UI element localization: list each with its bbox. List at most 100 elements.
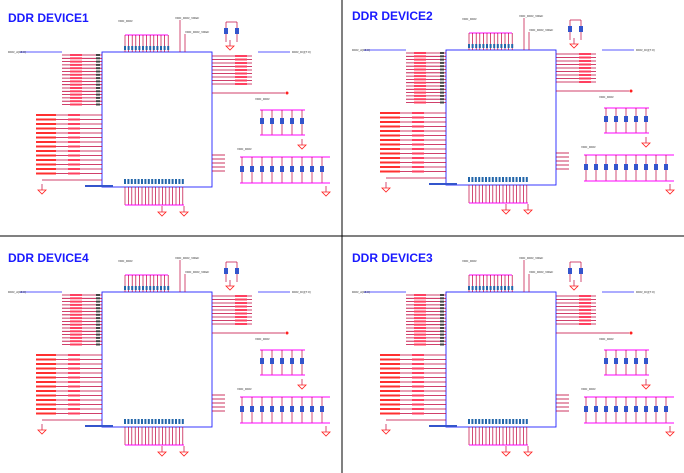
- capacitor-icon: [260, 358, 264, 364]
- ground-icon: [297, 144, 307, 150]
- capacitor-icon: [280, 406, 284, 412]
- net-name-tag: [68, 132, 80, 134]
- pin-number: [440, 88, 444, 91]
- net-name-tag: [380, 372, 400, 374]
- pin-number: [137, 419, 140, 424]
- pin-number: [512, 177, 515, 182]
- capacitor-icon: [624, 358, 628, 364]
- pin-number: [468, 286, 470, 290]
- pin-number: [147, 419, 150, 424]
- net-name-tag: [68, 372, 80, 374]
- pin-number: [485, 177, 487, 182]
- net-name-tag: [70, 83, 82, 86]
- capacitor-icon: [224, 28, 228, 34]
- pin-number: [440, 55, 444, 58]
- pin-number: [175, 419, 177, 424]
- pin-number: [96, 320, 100, 323]
- pin-number: [134, 46, 137, 50]
- capacitor-icon: [604, 164, 608, 170]
- vref-net-label: VDD_DDR_VREF: [185, 270, 209, 274]
- net-name-tag: [235, 302, 247, 304]
- pin-number: [138, 46, 141, 50]
- pin-number: [496, 44, 499, 48]
- pin-number: [519, 177, 521, 182]
- net-name-tag: [235, 62, 247, 64]
- vref-net-label: VDD_DDR_VREF: [529, 28, 553, 32]
- pin-number: [96, 80, 100, 83]
- capacitor-icon: [300, 166, 304, 172]
- pin-number: [96, 323, 100, 326]
- power-net-label: VDD_DDR: [118, 259, 133, 263]
- net-name-tag: [235, 83, 247, 85]
- pin-number: [96, 60, 100, 63]
- pin-number: [154, 179, 157, 184]
- pin-number: [440, 300, 444, 303]
- net-name-tag: [380, 116, 400, 119]
- net-name-tag: [36, 376, 56, 379]
- pin-number: [491, 419, 494, 424]
- capacitor-icon: [624, 116, 628, 122]
- capacitor-icon: [644, 164, 648, 170]
- ground-icon: [179, 211, 189, 217]
- net-name-tag: [412, 403, 424, 406]
- net-name-tag: [235, 316, 247, 318]
- net-name-tag: [579, 298, 591, 301]
- net-name-tag: [36, 408, 56, 410]
- net-name-tag: [380, 376, 400, 379]
- net-name-tag: [68, 159, 80, 161]
- net-name-tag: [579, 63, 591, 66]
- pin-number: [96, 340, 100, 343]
- power-net-label: VDD_DDR: [599, 95, 614, 99]
- pin-number: [158, 179, 160, 184]
- pin-number: [142, 46, 144, 50]
- net-name-tag: [380, 157, 400, 159]
- capacitor-icon: [280, 118, 284, 124]
- pin-number: [151, 419, 154, 424]
- net-name-tag: [414, 55, 426, 58]
- pin-number: [144, 419, 147, 424]
- net-name-tag: [70, 340, 82, 343]
- net-name-tag: [36, 367, 56, 370]
- part-name-tag: [429, 183, 457, 185]
- net-name-tag: [36, 159, 56, 161]
- pin-number: [491, 177, 494, 182]
- capacitor-icon: [260, 118, 264, 124]
- pin-number: [468, 177, 470, 182]
- pin-number: [440, 58, 444, 61]
- quadrant-title-device1: DDR DEVICE1: [8, 11, 89, 25]
- capacitor-icon: [290, 118, 294, 124]
- capacitor-icon: [614, 116, 618, 122]
- pin-number: [151, 179, 154, 184]
- ground-icon: [225, 45, 235, 51]
- pin-number: [96, 103, 100, 106]
- net-name-tag: [414, 88, 426, 91]
- net-name-tag: [412, 381, 424, 383]
- net-name-tag: [380, 358, 400, 361]
- net-name-tag: [579, 81, 591, 83]
- net-name-tag: [380, 170, 400, 173]
- capacitor-icon: [300, 118, 304, 124]
- pin-number: [96, 67, 100, 70]
- net-name-tag: [579, 53, 591, 55]
- pin-number: [522, 177, 525, 182]
- net-name-tag: [412, 116, 424, 119]
- pin-number: [440, 61, 444, 64]
- power-net-label: VDD_DDR: [462, 17, 477, 21]
- pin-number: [440, 75, 444, 78]
- net-name-tag: [36, 136, 56, 139]
- net-name-tag: [36, 381, 56, 383]
- net-name-tag: [70, 336, 82, 339]
- net-name-tag: [412, 139, 424, 141]
- pin-number: [493, 44, 496, 48]
- net-name-tag: [36, 132, 56, 134]
- net-name-tag: [412, 121, 424, 123]
- vref-net-label: VDD_DDR_VREF: [185, 30, 209, 34]
- ddr-chip-outline: [101, 51, 213, 188]
- net-name-tag: [414, 71, 426, 74]
- capacitor-icon: [594, 406, 598, 412]
- capacitor-icon: [579, 268, 583, 274]
- capacitor-icon: [320, 406, 324, 412]
- pin-number: [124, 419, 126, 424]
- pin-number: [96, 77, 100, 80]
